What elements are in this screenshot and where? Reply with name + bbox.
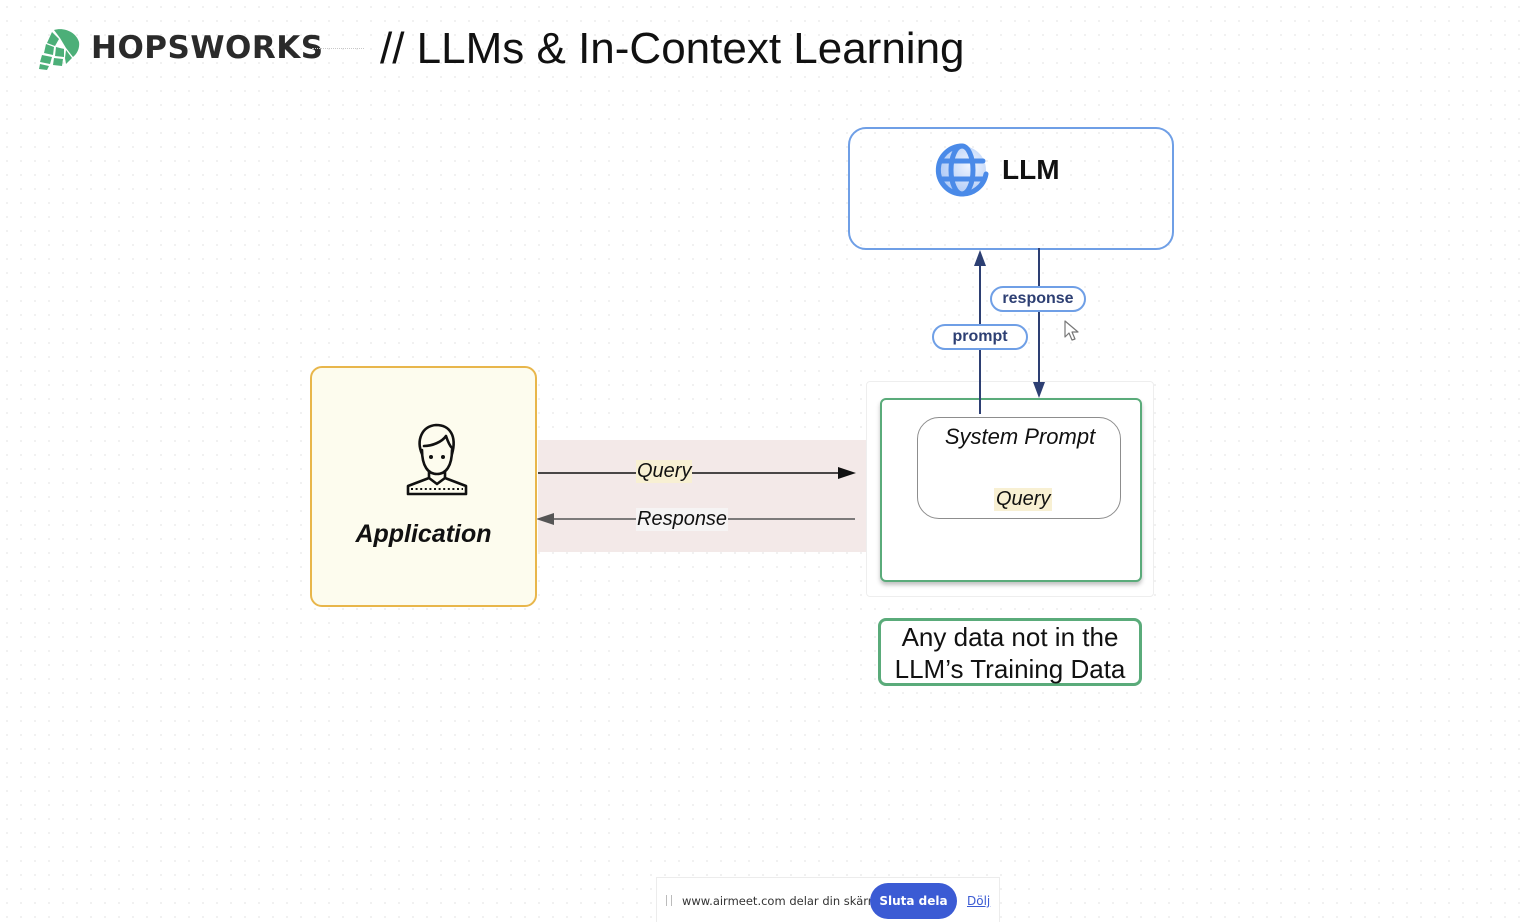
prompt-edge-label: prompt — [932, 324, 1028, 350]
inner-query-label: Query — [994, 488, 1053, 511]
prompt-arrowhead — [974, 250, 986, 266]
screen-share-message: www.airmeet.com delar din skärm. — [682, 894, 883, 908]
query-flow-label: Query — [636, 460, 693, 483]
hopsworks-logo-icon — [36, 28, 80, 70]
note-line-1: Any data not in the — [901, 622, 1119, 652]
response-flow-label: Response — [636, 508, 729, 531]
application-node — [310, 366, 537, 607]
stop-sharing-button[interactable]: Sluta dela — [870, 883, 957, 919]
brand-name: HOPSWORKS — [91, 30, 324, 66]
globe-icon — [933, 141, 991, 199]
page-title: // LLMs & In-Context Learning — [380, 24, 965, 73]
system-prompt-label: System Prompt — [944, 424, 1096, 449]
drag-handle-icon[interactable] — [666, 895, 672, 906]
llm-label: LLM — [1002, 154, 1060, 185]
application-label: Application — [355, 520, 492, 548]
response-edge-label: response — [990, 286, 1086, 312]
mouse-cursor-icon — [1064, 320, 1080, 342]
training-data-note: Any data not in the LLM’s Training Data — [878, 618, 1142, 686]
query-response-channel — [538, 440, 870, 552]
note-line-2: LLM’s Training Data — [894, 654, 1126, 684]
header-divider — [312, 48, 364, 49]
llm-node — [848, 127, 1174, 250]
user-icon — [402, 420, 472, 500]
hide-link[interactable]: Dölj — [967, 894, 991, 908]
